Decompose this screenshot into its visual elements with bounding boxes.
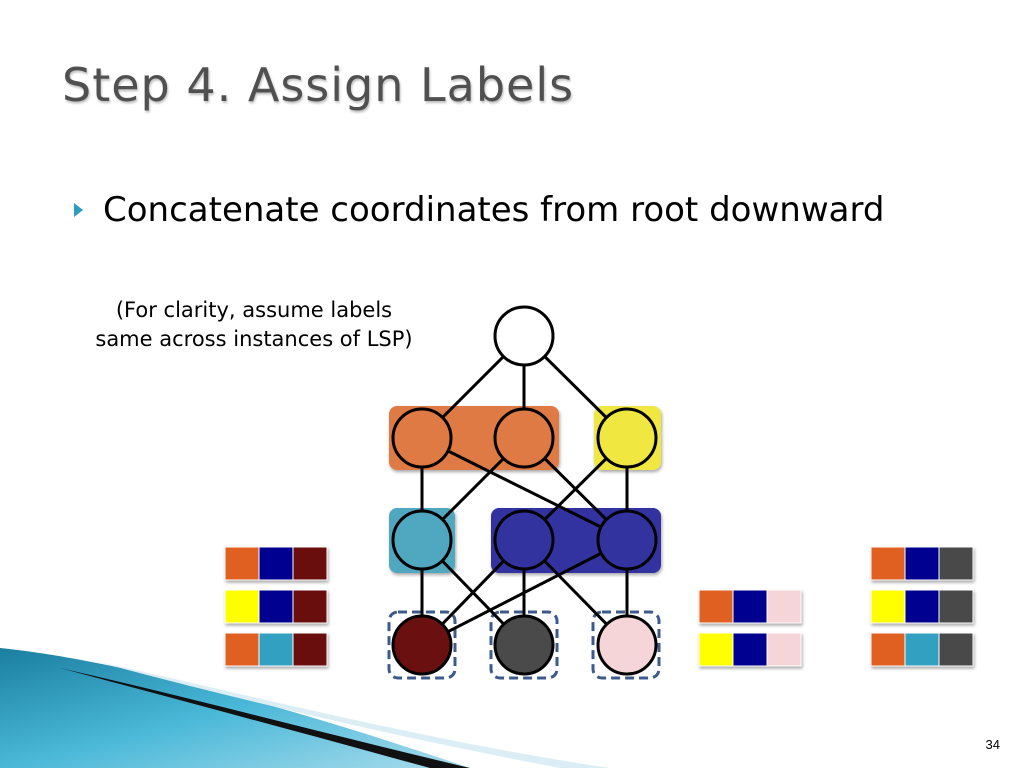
label-cell-navy xyxy=(258,546,294,581)
note-line-1: (For clarity, assume labels xyxy=(115,298,393,322)
node-teal xyxy=(391,509,453,571)
bullet-text: Concatenate coordinates from root downwa… xyxy=(103,190,885,230)
label-group-maroon-leaf xyxy=(224,546,328,667)
label-strip xyxy=(870,589,974,624)
label-cell-orange xyxy=(224,632,260,667)
label-cell-navy xyxy=(904,589,940,624)
bullet-arrow-icon xyxy=(74,203,83,217)
label-cell-yellow xyxy=(698,632,734,667)
label-cell-navy xyxy=(732,589,768,624)
label-cell-orange xyxy=(870,632,906,667)
label-strip xyxy=(224,589,328,624)
label-cell-maroon xyxy=(292,589,328,624)
bullet-item: Concatenate coordinates from root downwa… xyxy=(74,190,884,230)
label-cell-teal xyxy=(904,632,940,667)
node-navy-2 xyxy=(596,509,658,571)
label-strip xyxy=(870,546,974,581)
label-cell-teal xyxy=(258,632,294,667)
label-cell-navy xyxy=(732,632,768,667)
node-navy-1 xyxy=(493,509,555,571)
label-strip xyxy=(698,589,802,624)
label-strip xyxy=(698,632,802,667)
label-cell-yellow xyxy=(224,589,260,624)
leaf-node-maroon xyxy=(391,614,453,676)
root-node xyxy=(493,305,555,367)
tree-edges xyxy=(420,334,629,647)
slide-title: Step 4. Assign Labels xyxy=(62,58,575,112)
label-group-pink-leaf xyxy=(698,589,802,667)
label-cell-orange xyxy=(698,589,734,624)
label-cell-dark-gray xyxy=(938,546,974,581)
clarity-note: (For clarity, assume labels same across … xyxy=(58,296,450,354)
label-strip xyxy=(224,632,328,667)
label-cell-orange xyxy=(224,546,260,581)
node-yellow xyxy=(596,407,658,469)
label-cell-maroon xyxy=(292,546,328,581)
leaf-node-pink xyxy=(596,614,658,676)
leaf-box-maroon xyxy=(387,610,457,680)
node-orange-2 xyxy=(493,407,555,469)
label-strip xyxy=(224,546,328,581)
label-group-gray-leaf xyxy=(870,546,974,667)
label-strip xyxy=(870,632,974,667)
label-cell-orange xyxy=(870,546,906,581)
label-cell-dark-gray xyxy=(938,632,974,667)
label-cell-yellow xyxy=(870,589,906,624)
label-cell-navy xyxy=(904,546,940,581)
label-cell-pink xyxy=(766,589,802,624)
page-number: 34 xyxy=(985,737,1000,752)
label-cell-navy xyxy=(258,589,294,624)
leaf-node-gray xyxy=(493,614,555,676)
label-cell-maroon xyxy=(292,632,328,667)
label-cell-pink xyxy=(766,632,802,667)
note-line-2: same across instances of LSP) xyxy=(95,327,413,351)
node-orange-1 xyxy=(391,407,453,469)
leaf-box-pink xyxy=(591,610,661,680)
leaf-box-gray xyxy=(489,610,559,680)
label-cell-dark-gray xyxy=(938,589,974,624)
